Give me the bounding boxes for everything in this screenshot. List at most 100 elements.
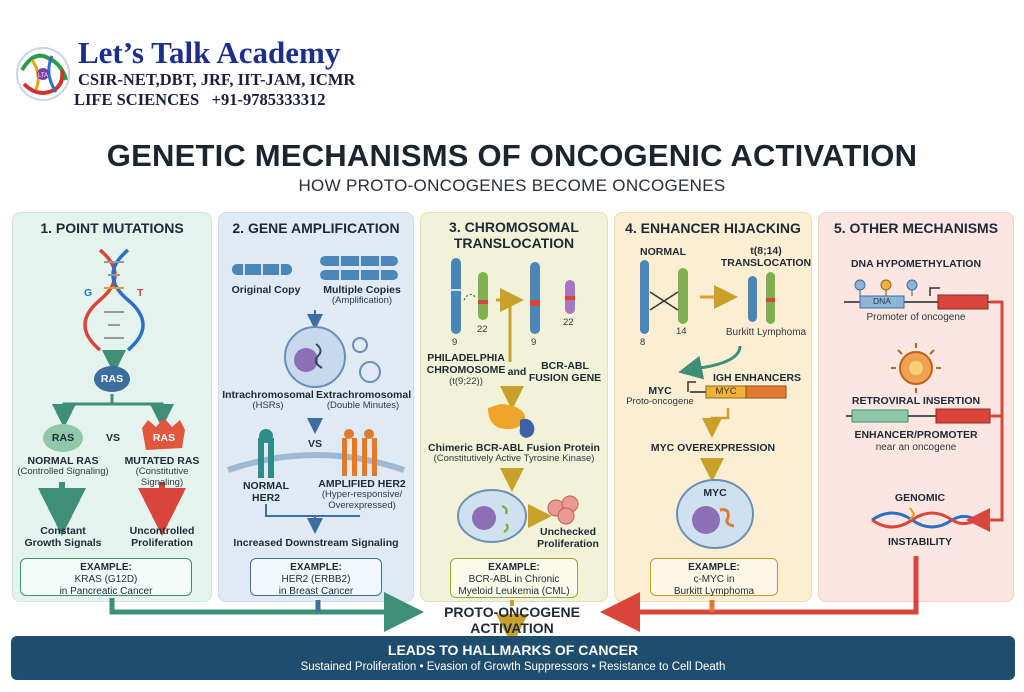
myc-label: MYC bbox=[648, 385, 672, 397]
t814-label: t(8;14) bbox=[750, 245, 782, 257]
cell-nucleus-icon bbox=[284, 326, 346, 388]
chromosome-9-icon bbox=[451, 258, 461, 334]
promoter-label: Promoter of oncogene bbox=[866, 312, 966, 323]
bcr-abl-line1: BCR-ABL bbox=[541, 360, 589, 372]
normal-chromosomes-label: NORMAL bbox=[640, 246, 687, 258]
example-2-line2: in Breast Cancer bbox=[278, 586, 354, 597]
normal-her2-line1: NORMAL bbox=[242, 480, 290, 492]
example-2-heading: EXAMPLE: bbox=[290, 562, 342, 573]
academy-logo: LTA bbox=[16, 47, 70, 101]
panel-1-header: 1. POINT MUTATIONS bbox=[40, 220, 184, 236]
philadelphia-chromosome-icon bbox=[565, 280, 575, 314]
chr14-label: 14 bbox=[676, 326, 687, 337]
brand-block: Let’s Talk Academy CSIR-NET,DBT, JRF, II… bbox=[78, 35, 356, 90]
normal-her2-line2: HER2 bbox=[251, 492, 280, 504]
outcome-right-1: Uncontrolled bbox=[129, 525, 195, 537]
unchecked-line2: Proliferation bbox=[537, 538, 599, 550]
mutated-ras-sub2: Signaling) bbox=[140, 477, 184, 488]
extrachromosomal-sub: (Double Minutes) bbox=[326, 400, 400, 411]
brand-contact: LIFE SCIENCES +91-9785333312 bbox=[74, 90, 325, 110]
chromosome-22-icon bbox=[478, 272, 488, 320]
example-4-line2: Burkitt Lymphoma bbox=[673, 586, 755, 597]
example-4-heading: EXAMPLE: bbox=[688, 562, 740, 573]
fusion-protein-icon bbox=[488, 404, 535, 438]
chr9-label: 9 bbox=[452, 337, 458, 348]
example-box-1: EXAMPLE: KRAS (G12D) in Pancreatic Cance… bbox=[20, 558, 192, 597]
example-4-line1: c-MYC in bbox=[693, 574, 735, 585]
panel-4-header: 4. ENHANCER HIJACKING bbox=[625, 220, 801, 236]
example-1-heading: EXAMPLE: bbox=[80, 562, 132, 573]
near-oncogene-label: near an oncogene bbox=[875, 442, 957, 453]
hypomethylation-label: DNA HYPOMETHYLATION bbox=[850, 258, 982, 270]
example-box-4: EXAMPLE: c-MYC in Burkitt Lymphoma bbox=[650, 558, 778, 597]
proliferating-cells-icon bbox=[547, 495, 579, 525]
example-box-2: EXAMPLE: HER2 (ERBB2) in Breast Cancer bbox=[250, 558, 382, 597]
hypomethylation-gene-icon bbox=[844, 279, 990, 310]
mutated-ras-sub1: (Constitutive bbox=[135, 466, 189, 477]
outcome-right-2: Proliferation bbox=[131, 537, 193, 549]
burkitt-label: Burkitt Lymphoma bbox=[725, 327, 807, 338]
chr8-label: 8 bbox=[640, 337, 646, 348]
svg-text:LTA: LTA bbox=[38, 73, 48, 79]
retroviral-insertion-label: RETROVIRAL INSERTION bbox=[851, 395, 981, 407]
outcome-left-1: Constant bbox=[40, 525, 86, 537]
outcome-left-2: Growth Signals bbox=[24, 537, 102, 549]
vs-label: VS bbox=[105, 432, 120, 444]
increased-signaling-label: Increased Downstream Signaling bbox=[233, 537, 399, 549]
philadelphia-line1: PHILADELPHIA bbox=[427, 352, 505, 364]
translocated-chromosomes-icon bbox=[748, 272, 775, 324]
philadelphia-line3: (t(9;22)) bbox=[449, 376, 483, 387]
brand-subtitle: CSIR-NET,DBT, JRF, IIT-JAM, ICMR bbox=[78, 70, 356, 89]
panel-2-header: 2. GENE AMPLIFICATION bbox=[232, 220, 400, 236]
fusion-protein-label: Chimeric BCR-ABL Fusion Protein bbox=[428, 442, 600, 454]
panel-3-header-line1: 3. CHROMOSOMAL bbox=[449, 219, 579, 235]
cell-membrane-icon bbox=[227, 452, 405, 473]
normal-ras-sub: (Controlled Signaling) bbox=[17, 466, 109, 477]
example-3-line2: Myeloid Leukemia (CML) bbox=[458, 586, 570, 597]
intrachromosomal-sub: (HSRs) bbox=[252, 400, 284, 411]
genomic-label: GENOMIC bbox=[894, 492, 946, 504]
chr22-label: 22 bbox=[477, 324, 488, 335]
double-minute-icon bbox=[352, 337, 368, 353]
mutated-ras-label: RAS bbox=[152, 432, 176, 444]
hallmarks-banner: LEADS TO HALLMARKS OF CANCER Sustained P… bbox=[11, 636, 1015, 680]
brand-phone: +91-9785333312 bbox=[211, 90, 326, 109]
hallmarks-subtitle: Sustained Proliferation • Evasion of Gro… bbox=[300, 661, 726, 673]
double-minute-icon bbox=[359, 361, 381, 383]
dna-box-label: DNA bbox=[873, 296, 891, 306]
example-1-line1: KRAS (G12D) bbox=[74, 574, 138, 585]
amplified-her2-label: AMPLIFIED HER2 bbox=[318, 478, 406, 490]
example-3-line1: BCR-ABL in Chronic bbox=[468, 574, 560, 585]
panel-3-header-line2: TRANSLOCATION bbox=[453, 235, 575, 251]
retrovirus-icon bbox=[891, 343, 941, 393]
myc-cell-label: MYC bbox=[703, 487, 727, 499]
translocation-label: TRANSLOCATION bbox=[720, 257, 812, 269]
example-2-line1: HER2 (ERBB2) bbox=[281, 574, 351, 585]
instability-label: INSTABILITY bbox=[888, 536, 952, 548]
hallmarks-title: LEADS TO HALLMARKS OF CANCER bbox=[387, 642, 639, 658]
example-1-line2: in Pancreatic Cancer bbox=[59, 586, 153, 597]
amplified-her2-icon bbox=[342, 429, 377, 476]
mutated-ras-icon bbox=[142, 418, 185, 450]
normal-ras-title: NORMAL RAS bbox=[27, 455, 99, 467]
page-subtitle: HOW PROTO-ONCOGENES BECOME ONCOGENES bbox=[298, 176, 726, 195]
brand-field: LIFE SCIENCES bbox=[74, 90, 200, 109]
myc-box-label: MYC bbox=[715, 386, 737, 397]
multiple-copies-label: Multiple Copies bbox=[323, 284, 401, 296]
unstable-dna-icon bbox=[871, 507, 973, 529]
retroviral-insertion-gene-icon bbox=[846, 408, 991, 424]
myc-overexpression-label: MYC OVEREXPRESSION bbox=[650, 442, 776, 454]
unchecked-line1: Unchecked bbox=[539, 526, 597, 538]
example-3-heading: EXAMPLE: bbox=[488, 562, 540, 573]
normal-ras-label: RAS bbox=[51, 432, 75, 444]
mutated-ras-title: MUTATED RAS bbox=[124, 455, 200, 467]
ras-label: RAS bbox=[100, 373, 124, 385]
ras-protein-icon bbox=[94, 366, 130, 392]
amplified-her2-sub2: Overexpressed) bbox=[328, 500, 396, 511]
chromosome-original-icon bbox=[232, 264, 292, 275]
chromosome-14-icon bbox=[678, 268, 688, 324]
brand-name: Let’s Talk Academy bbox=[78, 35, 341, 70]
intrachromosomal-label: Intrachromosomal bbox=[222, 389, 314, 401]
panel-5-header: 5. OTHER MECHANISMS bbox=[833, 220, 999, 236]
